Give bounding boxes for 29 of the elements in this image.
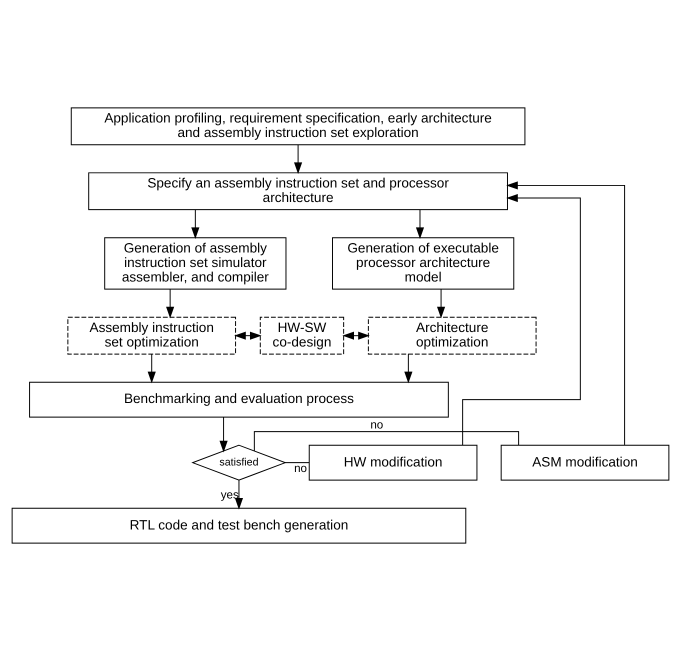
node-box: HW modification (308, 444, 478, 480)
arrow (404, 353, 412, 383)
arrow (234, 331, 262, 340)
node-box: Architecture optimization (368, 316, 537, 354)
edge-label: no (370, 418, 384, 431)
arrow (191, 208, 200, 239)
node-box: Generation of executable processor architecture model (332, 236, 514, 290)
arrow (166, 288, 174, 318)
node-box: RTL code and test bench generation (12, 507, 466, 544)
node-box: Specify an assembly instruction set and processor architecture (88, 172, 508, 210)
edge-label: no (294, 461, 308, 474)
arrow (416, 208, 424, 239)
arrow (462, 193, 581, 446)
node-box: Application profiling, requirement specification, early architecture and assembly instruction set exploration (70, 106, 526, 145)
edge-label: yes (220, 488, 239, 502)
node-box: ASM modification (500, 444, 670, 480)
node-diamond: satisfied (191, 444, 287, 480)
node-box: HW-SW co-design (260, 316, 344, 354)
node-box: Benchmarking and evaluation process (29, 381, 449, 418)
arrow (506, 180, 626, 445)
connector (284, 462, 310, 463)
arrow (234, 479, 244, 510)
arrow (342, 331, 370, 340)
arrow (437, 288, 446, 318)
arrow (148, 353, 156, 383)
arrow (294, 144, 302, 174)
arrow (220, 416, 228, 452)
node-box: Generation of assembly instruction set simulator assembler, and compiler (104, 236, 286, 290)
node-box: Assembly instruction set optimization (67, 316, 236, 354)
